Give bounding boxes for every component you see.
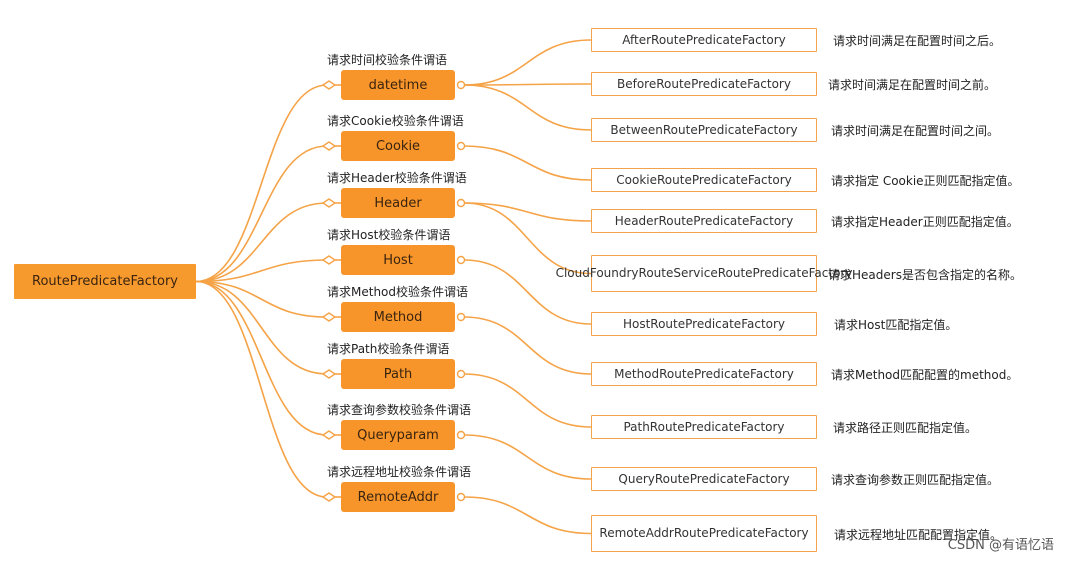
diamond-marker	[321, 80, 337, 90]
category-caption: 请求时间校验条件谓语	[327, 53, 448, 67]
factory-node: BetweenRoutePredicateFactory	[591, 118, 817, 142]
diamond-marker	[321, 492, 337, 502]
category-caption: 请求Method校验条件谓语	[327, 285, 469, 299]
root-connector	[195, 259, 328, 283]
factory-node: MethodRoutePredicateFactory	[591, 362, 817, 386]
circle-marker	[456, 255, 466, 265]
diamond-marker	[321, 312, 337, 322]
root-connector	[195, 202, 328, 283]
factory-node: QueryRoutePredicateFactory	[591, 467, 817, 491]
root-node: RoutePredicateFactory	[14, 264, 196, 299]
category-node: RemoteAddr	[341, 482, 455, 512]
category-caption: 请求查询参数校验条件谓语	[327, 403, 472, 417]
circle-marker	[456, 80, 466, 90]
category-connector	[463, 259, 592, 325]
circle-marker	[456, 369, 466, 379]
factory-description: 请求Host匹配指定值。	[834, 318, 958, 332]
diamond-marker	[321, 255, 337, 265]
root-connector	[195, 280, 328, 498]
category-node: Queryparam	[341, 420, 455, 450]
factory-node: HeaderRoutePredicateFactory	[591, 209, 817, 233]
factory-node: PathRoutePredicateFactory	[591, 415, 817, 439]
diamond-marker	[321, 430, 337, 440]
category-connector	[463, 496, 592, 535]
category-connector	[463, 145, 592, 181]
circle-marker	[456, 312, 466, 322]
category-connector	[463, 83, 592, 86]
factory-node: BeforeRoutePredicateFactory	[591, 72, 817, 96]
factory-description: 请求指定Header正则匹配指定值。	[831, 215, 1019, 229]
category-caption: 请求Path校验条件谓语	[327, 342, 450, 356]
category-connector	[463, 39, 592, 86]
circle-marker	[456, 492, 466, 502]
factory-description: 请求Method匹配配置的method。	[831, 368, 1019, 382]
category-node: Host	[341, 245, 455, 275]
diamond-marker	[321, 369, 337, 379]
category-caption: 请求Host校验条件谓语	[327, 228, 451, 242]
factory-node: AfterRoutePredicateFactory	[591, 28, 817, 52]
category-caption: 请求Cookie校验条件谓语	[327, 114, 464, 128]
factory-description: 请求指定 Cookie正则匹配指定值。	[831, 174, 1020, 188]
circle-marker	[456, 198, 466, 208]
category-connector	[463, 84, 592, 131]
factory-description: 请求路径正则匹配指定值。	[833, 421, 978, 435]
factory-node: CloudFoundryRouteServiceRoutePredicateFa…	[556, 255, 852, 292]
factory-description: 请求时间满足在配置时间之后。	[833, 34, 1002, 48]
category-connector	[463, 316, 592, 375]
root-connector	[195, 145, 328, 283]
factory-node: RemoteAddrRoutePredicateFactory	[591, 515, 817, 552]
factory-description: 请求时间满足在配置时间之间。	[831, 124, 1000, 138]
watermark: CSDN @有语忆语	[947, 538, 1054, 553]
factory-node: HostRoutePredicateFactory	[591, 312, 817, 336]
category-node: Method	[341, 302, 455, 332]
circle-marker	[456, 141, 466, 151]
category-node: Cookie	[341, 131, 455, 161]
root-connector	[195, 280, 328, 436]
diamond-marker	[321, 141, 337, 151]
category-connector	[463, 373, 592, 428]
factory-node: CookieRoutePredicateFactory	[591, 168, 817, 192]
category-caption: 请求远程地址校验条件谓语	[327, 465, 472, 479]
factory-description: 请求远程地址匹配配置指定值。	[834, 527, 1003, 542]
root-connector	[195, 280, 328, 318]
root-connector	[195, 280, 328, 375]
factory-description: 请求查询参数正则匹配指定值。	[831, 473, 1000, 487]
factory-description: 请求Headers是否包含指定的名称。	[828, 267, 1022, 282]
category-connector	[463, 202, 592, 222]
category-node: datetime	[341, 70, 455, 100]
category-node: Header	[341, 188, 455, 218]
category-connector	[463, 434, 592, 480]
root-connector	[195, 84, 328, 283]
circle-marker	[456, 430, 466, 440]
diamond-marker	[321, 198, 337, 208]
category-caption: 请求Header校验条件谓语	[327, 171, 467, 185]
category-connector	[463, 202, 592, 275]
factory-description: 请求时间满足在配置时间之前。	[828, 78, 997, 92]
category-node: Path	[341, 359, 455, 389]
